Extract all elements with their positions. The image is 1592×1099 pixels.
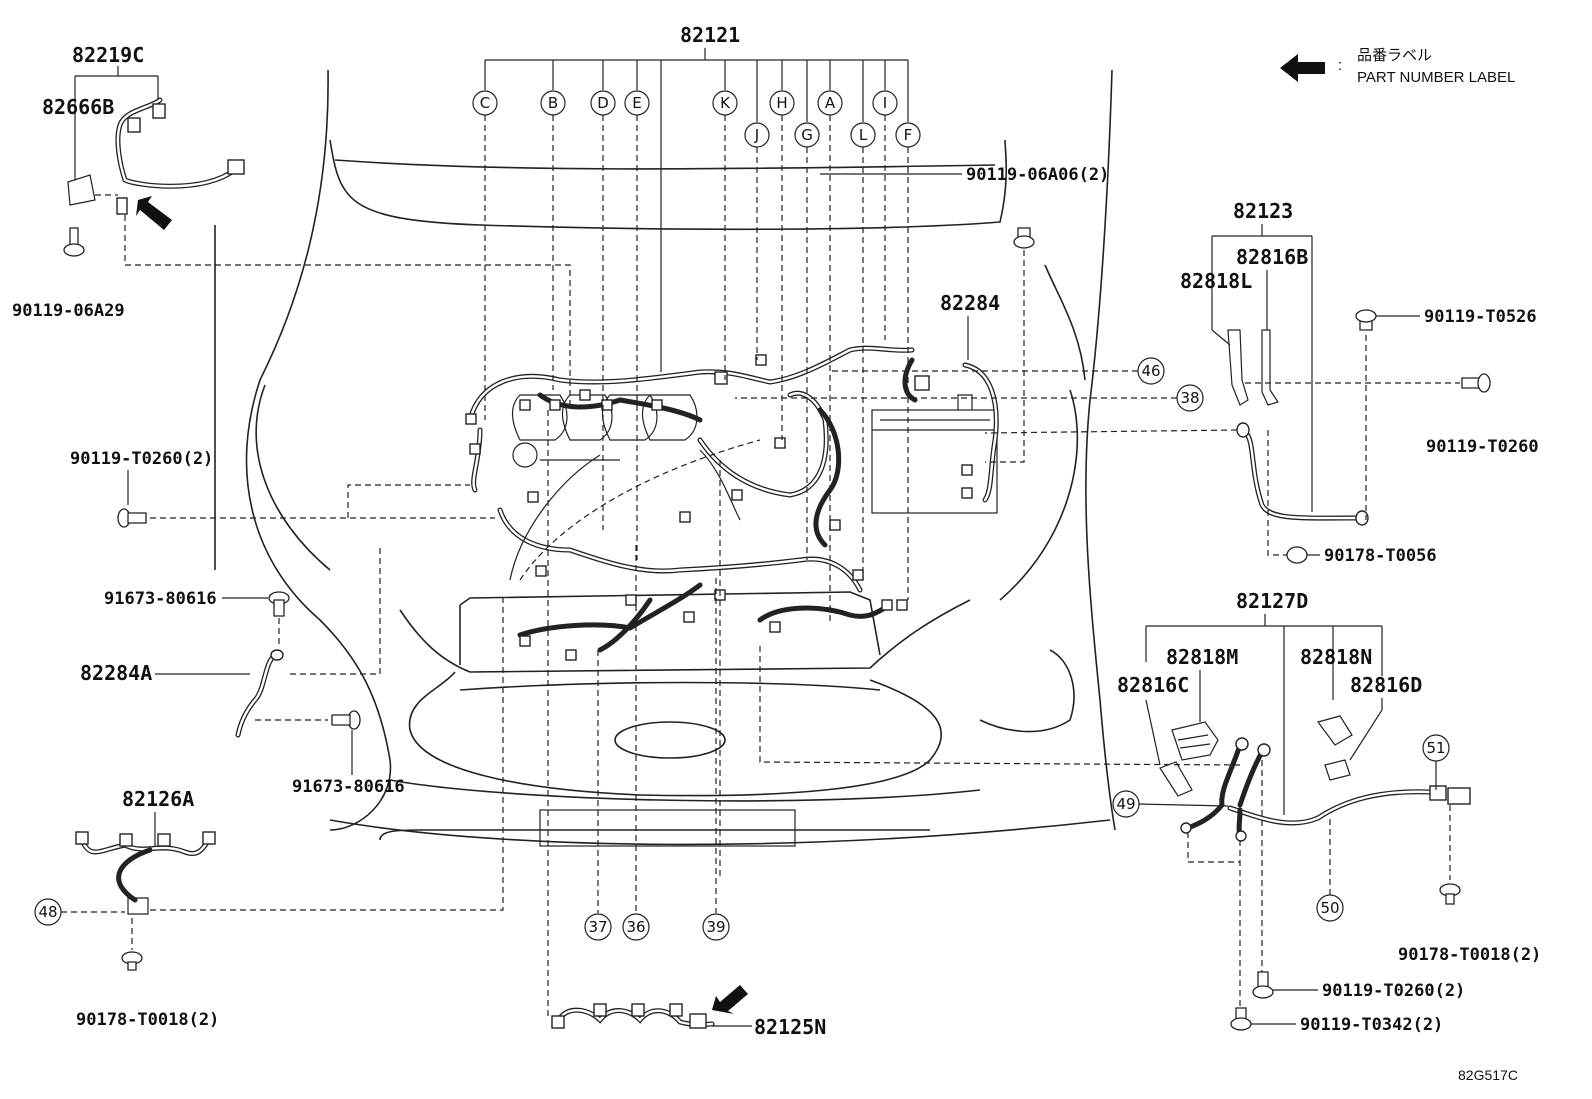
letter-c: C <box>472 90 498 116</box>
label-82816b: 82816B <box>1236 245 1308 269</box>
group-82125n: 82125N <box>547 410 826 1039</box>
svg-text:F: F <box>904 126 913 144</box>
svg-text:37: 37 <box>588 918 607 936</box>
letter-callouts: C B D E K H A I J G L F <box>472 90 921 148</box>
label-82666b: 82666B <box>42 95 114 119</box>
letter-b: B <box>540 90 566 116</box>
label-82284a: 82284A <box>80 661 152 685</box>
svg-text:J: J <box>754 126 759 144</box>
svg-text:E: E <box>632 94 641 112</box>
svg-text:B: B <box>548 94 558 112</box>
svg-text:38: 38 <box>1180 389 1199 407</box>
group-90119-06a06: 90119-06A06(2) <box>820 165 1109 463</box>
callout-46: 46 <box>830 357 1165 385</box>
svg-text:49: 49 <box>1116 795 1135 813</box>
callout-37: 37 <box>584 913 612 941</box>
label-90119-t0526: 90119-T0526 <box>1424 307 1537 327</box>
callout-50: 50 <box>1316 815 1344 922</box>
letter-a: A <box>817 90 843 116</box>
label-82121: 82121 <box>680 23 740 47</box>
label-90119-06a29: 90119-06A29 <box>12 301 125 321</box>
label-82127d: 82127D <box>1236 589 1308 613</box>
svg-text:L: L <box>859 126 868 144</box>
group-82127d: 82127D 82818M 82818N 82816C 82816D 49 <box>759 589 1541 1035</box>
label-82126a: 82126A <box>122 787 194 811</box>
group-82123: 82123 82816B 82818L 90119-T0526 90119-T0… <box>984 199 1539 566</box>
label-91673-80616-top: 91673-80616 <box>104 589 217 609</box>
group-90119-t0260-2: 90119-T0260(2) <box>70 449 495 528</box>
svg-text:H: H <box>776 94 787 112</box>
label-82284: 82284 <box>940 291 1000 315</box>
svg-text:39: 39 <box>706 918 725 936</box>
bottom-center-callouts: 37 36 39 <box>584 545 730 941</box>
svg-text:46: 46 <box>1141 362 1160 380</box>
label-90178-t0056: 90178-T0056 <box>1324 546 1437 566</box>
part-number-label-arrow-icon-bottom <box>712 985 748 1014</box>
letter-k: K <box>712 90 738 116</box>
label-82123: 82123 <box>1233 199 1293 223</box>
label-90119-t0260-2: 90119-T0260(2) <box>70 449 213 469</box>
label-82816c: 82816C <box>1117 673 1189 697</box>
svg-text:K: K <box>720 94 731 112</box>
callout-36: 36 <box>622 913 650 941</box>
letter-dashed-leads <box>484 115 909 880</box>
label-90178-t0018-left: 90178-T0018(2) <box>76 1010 219 1030</box>
letter-e: E <box>624 90 650 116</box>
label-90178-t0018-right: 90178-T0018(2) <box>1398 945 1541 965</box>
group-82219c: 82219C 82666B 90119-06A29 <box>12 43 571 405</box>
label-91673-80616-bottom: 91673-80616 <box>292 777 405 797</box>
part-number-label-arrow-icon <box>136 196 172 230</box>
group-82284: 82284 <box>940 291 1000 360</box>
letter-f: F <box>895 122 921 148</box>
label-82818m: 82818M <box>1166 645 1238 669</box>
legend: : 品番ラベル PART NUMBER LABEL <box>1280 47 1515 86</box>
svg-text:G: G <box>801 126 813 144</box>
battery <box>871 394 998 514</box>
callout-51: 51 <box>1422 734 1450 790</box>
vehicle-outline <box>214 69 1116 847</box>
letter-g: G <box>794 122 820 148</box>
label-82818n: 82818N <box>1300 645 1372 669</box>
svg-text::: : <box>1338 57 1342 74</box>
letter-l: L <box>850 122 876 148</box>
label-90119-06a06: 90119-06A06(2) <box>966 165 1109 185</box>
harness-connectors <box>465 354 973 661</box>
svg-text:36: 36 <box>626 918 645 936</box>
callout-38: 38 <box>735 384 1204 412</box>
label-82219c: 82219C <box>72 43 144 67</box>
letter-j: J <box>744 122 770 148</box>
bolt-90119-06a29 <box>63 227 85 257</box>
legend-arrow-icon <box>1280 54 1325 82</box>
svg-text:C: C <box>480 94 490 112</box>
callout-49: 49 <box>1112 790 1229 818</box>
label-90119-t0260-right: 90119-T0260 <box>1426 437 1539 457</box>
legend-jp: 品番ラベル <box>1357 47 1432 64</box>
label-82125n: 82125N <box>754 1015 826 1039</box>
svg-text:D: D <box>597 94 609 112</box>
svg-text:50: 50 <box>1320 899 1339 917</box>
label-82818l: 82818L <box>1180 269 1252 293</box>
svg-text:I: I <box>883 94 887 112</box>
letter-d: D <box>590 90 616 116</box>
letter-h: H <box>769 90 795 116</box>
legend-en: PART NUMBER LABEL <box>1357 69 1515 86</box>
diagram-code: 82G517C <box>1458 1067 1518 1083</box>
label-90119-t0260-bottom: 90119-T0260(2) <box>1322 981 1465 1001</box>
label-90119-t0342: 90119-T0342(2) <box>1300 1015 1443 1035</box>
main-harness-leader: 82121 <box>484 23 909 372</box>
label-82816d: 82816D <box>1350 673 1422 697</box>
letter-i: I <box>872 90 898 116</box>
callout-48: 48 <box>38 903 57 921</box>
svg-text:51: 51 <box>1426 739 1445 757</box>
callout-39: 39 <box>702 913 730 941</box>
group-82284a: 91673-80616 82284A 91673-80616 <box>80 545 405 797</box>
svg-text:A: A <box>825 94 836 112</box>
group-82126a: 82126A 48 90178-T0018(2) <box>34 598 504 1030</box>
